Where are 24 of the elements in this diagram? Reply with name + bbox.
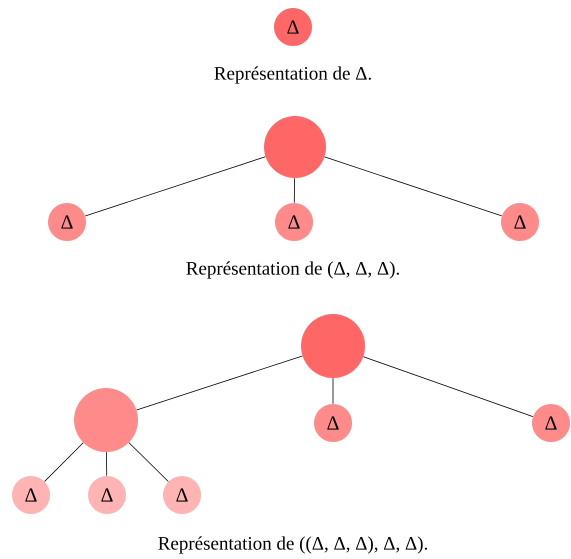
connector-line xyxy=(128,442,169,482)
tree-node: Δ xyxy=(88,476,126,514)
tree-node: Δ xyxy=(314,404,352,442)
connector-line xyxy=(324,156,502,216)
caption: Représentation de Δ. xyxy=(214,66,371,84)
connector-line xyxy=(294,178,295,204)
caption: Représentation de (Δ, Δ, Δ). xyxy=(186,261,399,279)
empty-circle xyxy=(301,314,365,378)
empty-circle xyxy=(74,388,138,452)
connector-line xyxy=(106,452,108,476)
connector-line xyxy=(362,356,534,417)
connector-line xyxy=(84,156,266,216)
empty-circle xyxy=(264,116,326,178)
connector-line xyxy=(136,356,303,410)
tree-node: Δ xyxy=(274,8,312,46)
caption: Représentation de ((Δ, Δ, Δ), Δ, Δ). xyxy=(158,536,428,554)
connector-line xyxy=(332,378,334,404)
tree-node: Δ xyxy=(163,476,201,514)
tree-node: Δ xyxy=(501,203,539,241)
tree-node: Δ xyxy=(12,476,50,514)
tree-node: Δ xyxy=(275,203,313,241)
tree-node: Δ xyxy=(532,404,570,442)
connector-line xyxy=(44,442,84,482)
tree-node: Δ xyxy=(48,203,86,241)
